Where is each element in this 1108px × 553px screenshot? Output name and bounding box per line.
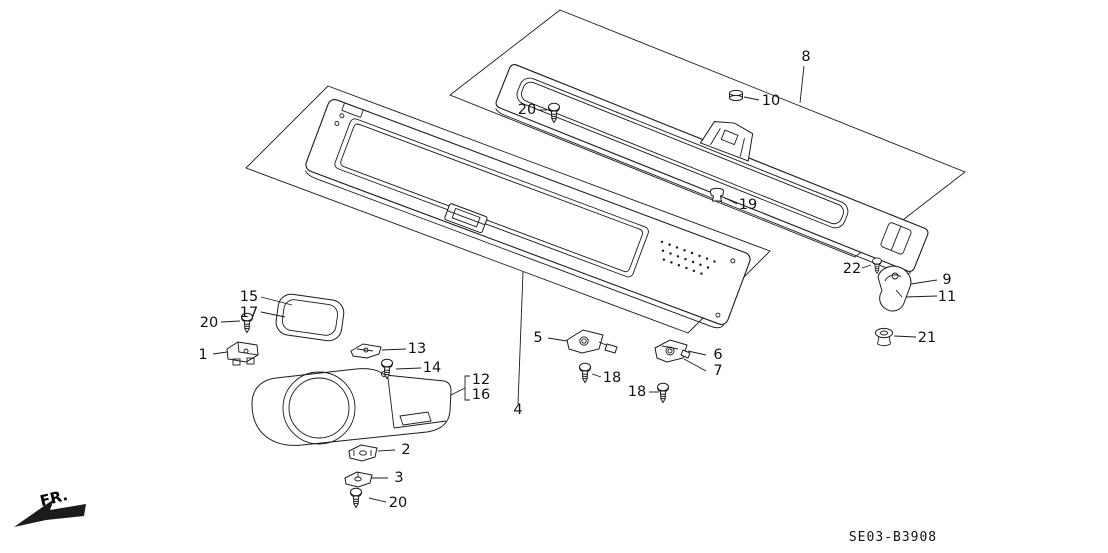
- callout-3: 3: [394, 470, 403, 486]
- part-19-grommet: [710, 187, 724, 202]
- part-1-bracket: [226, 341, 259, 366]
- callout-7: 7: [713, 363, 722, 379]
- callout-17: 17: [240, 305, 258, 321]
- part-10-clip: [729, 89, 743, 102]
- perspective-box-rear-panel: [449, 9, 966, 258]
- front-label: FR.: [38, 486, 69, 510]
- part-2-clip: [348, 444, 378, 462]
- callout-20-bottom: 20: [389, 495, 407, 511]
- callout-16: 16: [472, 387, 490, 403]
- callout-20-top: 20: [518, 102, 536, 118]
- callout-13: 13: [408, 341, 426, 357]
- part-5-bracket: [566, 329, 618, 354]
- callout-12: 12: [472, 372, 490, 388]
- callout-19: 19: [739, 197, 757, 213]
- part-20-screw-icon-bottom: [350, 487, 362, 508]
- part-18-screw-icon-right: [657, 382, 669, 403]
- callout-18-right: 18: [628, 384, 646, 400]
- callout-14: 14: [423, 360, 441, 376]
- part-8-rear-shelf-panel: [495, 64, 929, 275]
- diagram-code: SE03-B3908: [849, 530, 937, 545]
- part-18-screw-icon-left: [579, 362, 591, 383]
- perspective-box-main-shelf: [245, 85, 771, 334]
- part-21-clip-nut: [875, 327, 893, 347]
- callout-10: 10: [762, 93, 780, 109]
- leader-lines: [212, 65, 938, 503]
- callout-22: 22: [843, 261, 861, 277]
- part-9-11-side-bracket: [877, 265, 912, 312]
- callout-2: 2: [401, 442, 410, 458]
- front-direction-marker: FR.: [14, 486, 86, 527]
- part-13-clip-plate: [350, 343, 382, 359]
- vent-hole-pattern: [660, 240, 716, 275]
- part-4-main-shelf-panel: [305, 99, 751, 329]
- callout-11: 11: [938, 289, 956, 305]
- callout-1: 1: [198, 347, 207, 363]
- callout-21: 21: [918, 330, 936, 346]
- front-arrow-icon: [14, 499, 86, 527]
- part-6-7-bracket: [654, 339, 691, 363]
- callout-4: 4: [513, 402, 522, 418]
- part-12-16-speaker-shelf: [251, 368, 452, 446]
- callout-15: 15: [240, 289, 258, 305]
- callout-8: 8: [801, 49, 810, 65]
- callout-labels: 8 10 20 19 22 9 11 21 15 17 20 1 13 14 1…: [198, 49, 956, 511]
- callout-5: 5: [533, 330, 542, 346]
- callout-9: 9: [942, 272, 951, 288]
- callout-18-left: 18: [603, 370, 621, 386]
- callout-6: 6: [713, 347, 722, 363]
- part-15-17-speaker-cover: [275, 293, 345, 342]
- callout-20-left: 20: [200, 315, 218, 331]
- part-3-clip: [344, 471, 373, 488]
